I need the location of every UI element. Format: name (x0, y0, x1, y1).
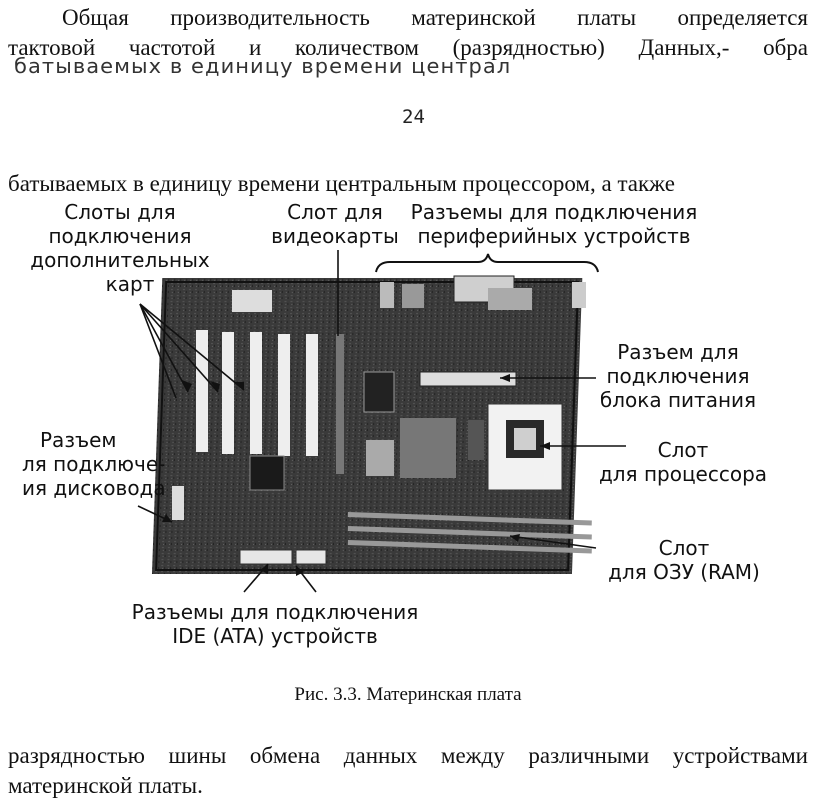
label-floppy-connector: Разъем ля подключе- ия дисковода (22, 428, 166, 500)
floppy-connector (172, 486, 184, 520)
label-ide-connectors: Разъемы для подключения IDE (ATA) устрой… (131, 600, 419, 648)
agp-slot (336, 334, 344, 474)
ram-slot (347, 540, 592, 554)
label-expansion-slots: Слоты для подключения дополнительных кар… (30, 200, 210, 296)
paragraph-line-6: материнской платы. (8, 773, 203, 798)
label-peripheral-ports: Разъемы для подключения периферийных уст… (410, 200, 698, 248)
paragraph-line-5: разрядностью шины обмена данных между ра… (8, 743, 808, 768)
label-ram-slot: Слот для ОЗУ (RAM) (608, 536, 760, 584)
label-video-slot: Слот для видеокарты (271, 200, 399, 248)
page-number: 24 (402, 106, 425, 128)
pci-slot (222, 332, 234, 454)
ram-slot (347, 512, 592, 526)
pci-slot (250, 332, 262, 454)
power-connector (419, 371, 517, 387)
brace-peripheral (375, 253, 599, 273)
paragraph-line-4: батываемых в единицу времени центральным… (8, 171, 675, 196)
ide-connector (295, 549, 327, 565)
pci-slot (306, 334, 318, 456)
figure-caption: Рис. 3.3. Материнская плата (294, 684, 522, 705)
paragraph-line-2: тактовой частотой и количеством (разрядн… (8, 35, 808, 60)
pci-slot (278, 334, 290, 456)
label-power-connector: Разъем для подключения блока питания (599, 340, 757, 412)
ram-slot (347, 526, 592, 540)
label-cpu-slot: Слот для процессора (598, 438, 768, 486)
paragraph-line-faded: батываемых в единицу времени централ (14, 54, 512, 78)
pci-slot (196, 330, 208, 452)
paragraph-line-1: Общая производительность материнской пла… (62, 5, 808, 30)
ide-connector (239, 549, 293, 565)
